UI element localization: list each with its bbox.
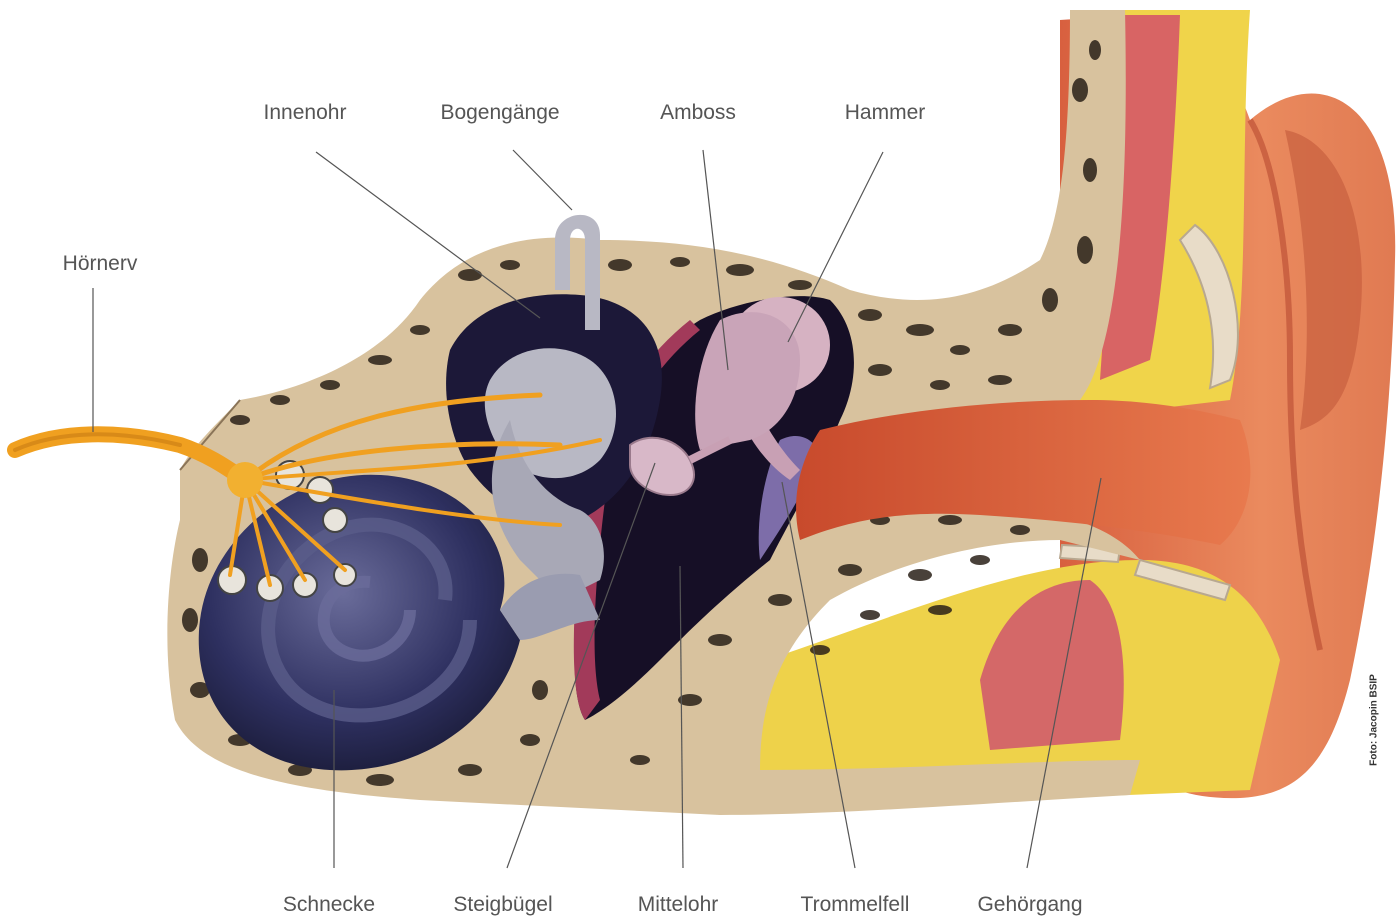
leader-bogengaenge xyxy=(513,150,572,210)
photo-credit: Foto: Jacopin BSIP xyxy=(1369,674,1380,766)
label-steigbuegel: Steigbügel xyxy=(453,893,552,917)
label-amboss: Amboss xyxy=(660,101,736,125)
label-innenohr: Innenohr xyxy=(264,101,347,125)
label-hammer: Hammer xyxy=(845,101,926,125)
label-schnecke: Schnecke xyxy=(283,893,375,917)
label-mittelohr: Mittelohr xyxy=(638,893,719,917)
label-bogengaenge: Bogengänge xyxy=(440,101,559,125)
label-hoernerv: Hörnerv xyxy=(63,252,138,276)
label-gehoergang: Gehörgang xyxy=(977,893,1082,917)
label-trommelfell: Trommelfell xyxy=(801,893,910,917)
